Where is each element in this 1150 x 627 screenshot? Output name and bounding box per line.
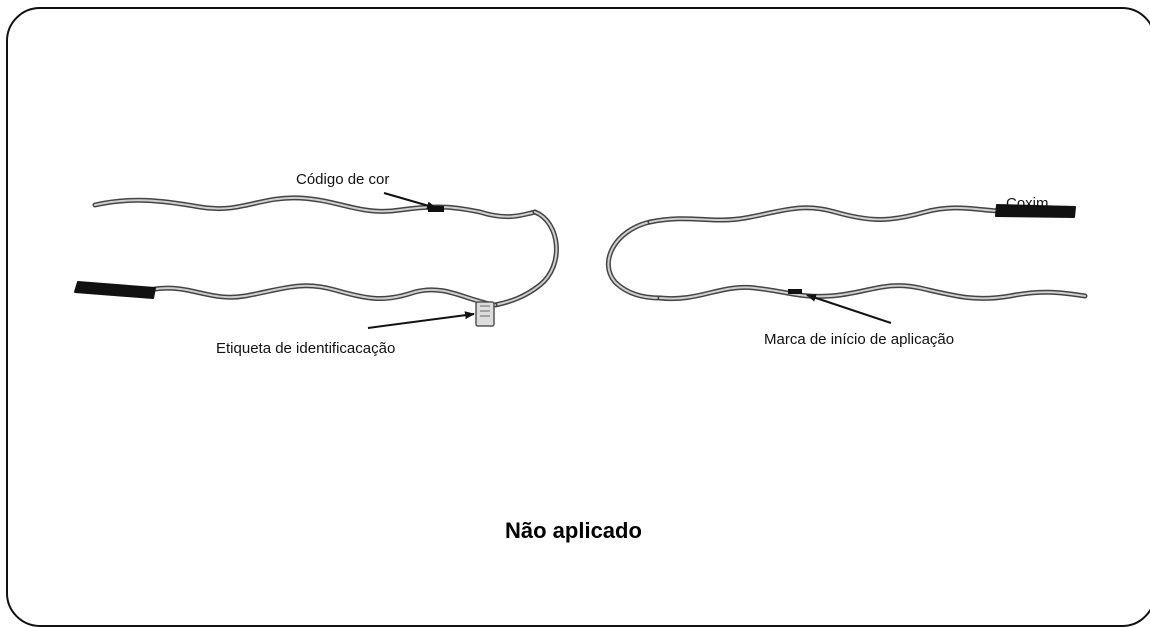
color-code-label: Código de cor [296,171,390,188]
identification-tag [475,301,495,327]
color-code-arrow [383,192,437,210]
diagram-caption: Não aplicado [505,518,642,543]
right-upper-leg-highlight [649,206,1001,223]
right-pad [995,204,1076,218]
left-pad [74,281,156,299]
id-tag-arrow [367,311,475,329]
identification-tag-label: Etiqueta de identificacação [216,340,396,357]
pad-label: Coxim [1006,195,1049,212]
left-upper-leg-highlight [94,196,536,218]
right-loop-highlight [607,221,661,299]
left-loop-highlight [494,211,558,306]
right-lower-leg-highlight [659,284,1086,300]
left-lower-leg [152,283,498,308]
right-loop [605,219,663,301]
start-mark-arrow [806,294,892,324]
left-lower-leg-highlight [154,284,496,306]
left-loop [492,209,559,308]
application-start-mark [788,289,802,294]
application-start-mark-label: Marca de início de aplicação [764,331,955,348]
figure-frame [6,7,1150,627]
preformed-dead-end-diagram [74,192,1088,329]
right-lower-leg [657,283,1088,302]
